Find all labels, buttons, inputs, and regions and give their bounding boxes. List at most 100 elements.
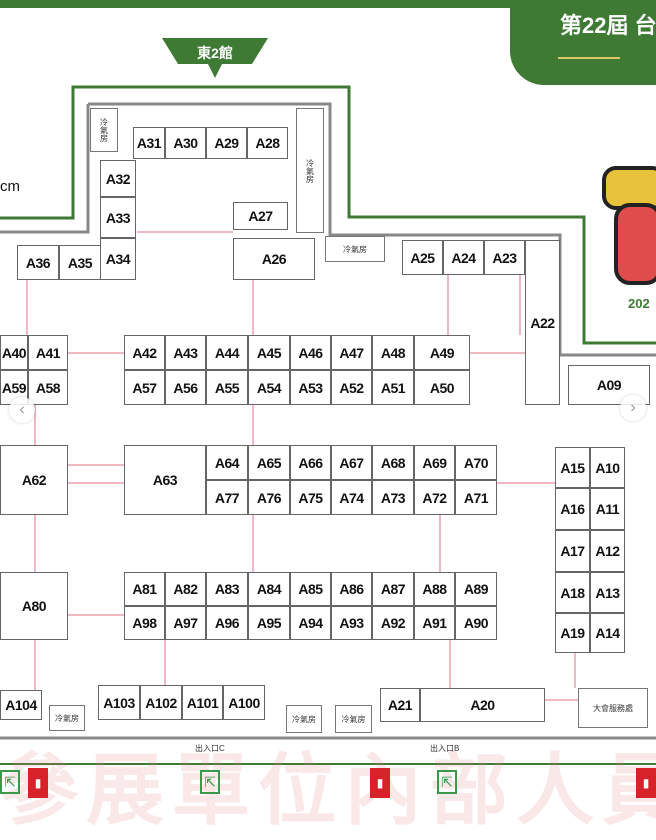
hall-banner: 東2館: [162, 38, 268, 78]
booth-a85: A85: [290, 572, 331, 606]
booth-a24: A24: [443, 240, 484, 275]
top-bar: [0, 0, 656, 8]
event-title: 第22屆 台: [560, 13, 656, 38]
booth-a90: A90: [455, 606, 497, 640]
booth-a86: A86: [331, 572, 372, 606]
cold-room: 冷氣房: [90, 108, 118, 152]
cold-room: 冷氣房: [325, 236, 385, 262]
booth-a72: A72: [414, 480, 455, 515]
booth-a51: A51: [372, 370, 414, 405]
booth-a13: A13: [590, 572, 625, 613]
booth-a98: A98: [124, 606, 165, 640]
fire-extinguisher-icon: ▮: [370, 768, 390, 798]
booth-a53: A53: [290, 370, 331, 405]
booth-a62: A62: [0, 445, 68, 515]
booth-a75: A75: [290, 480, 331, 515]
booth-a67: A67: [331, 445, 372, 480]
booth-a10: A10: [590, 447, 625, 488]
cold-room: 冷氣房: [335, 705, 372, 733]
booth-a100: A100: [223, 685, 265, 720]
booth-a42: A42: [124, 335, 165, 370]
booth-a33: A33: [100, 197, 136, 238]
booth-a32: A32: [100, 160, 136, 197]
booth-a47: A47: [331, 335, 372, 370]
booth-a92: A92: [372, 606, 414, 640]
carousel-prev-button[interactable]: ‹: [9, 397, 35, 423]
booth-a91: A91: [414, 606, 455, 640]
booth-a29: A29: [206, 127, 247, 159]
exit-sign-icon: ⇱: [0, 770, 20, 794]
booth-a97: A97: [165, 606, 206, 640]
event-logo: [598, 160, 656, 290]
booth-a55: A55: [206, 370, 248, 405]
booth-a26: A26: [233, 238, 315, 280]
booth-a87: A87: [372, 572, 414, 606]
fire-extinguisher-icon: ▮: [636, 768, 656, 798]
booth-a58: A58: [28, 370, 68, 405]
booth-a88: A88: [414, 572, 455, 606]
booth-a70: A70: [455, 445, 497, 480]
booth-a80: A80: [0, 572, 68, 640]
booth-a66: A66: [290, 445, 331, 480]
booth-a16: A16: [555, 488, 590, 530]
title-divider: [558, 57, 620, 59]
booth-a63: A63: [124, 445, 206, 515]
booth-a50: A50: [414, 370, 470, 405]
booth-a31: A31: [133, 127, 165, 159]
booth-a25: A25: [402, 240, 443, 275]
booth-a56: A56: [165, 370, 206, 405]
booth-a74: A74: [331, 480, 372, 515]
booth-a14: A14: [590, 613, 625, 653]
booth-a84: A84: [248, 572, 290, 606]
booth-a71: A71: [455, 480, 497, 515]
booth-a76: A76: [248, 480, 290, 515]
title-panel: 第22屆 台: [510, 0, 656, 85]
booth-a104: A104: [0, 690, 42, 720]
carousel-next-button[interactable]: ›: [620, 395, 646, 421]
booth-a94: A94: [290, 606, 331, 640]
fire-extinguisher-icon: ▮: [28, 768, 48, 798]
booth-a41: A41: [28, 335, 68, 370]
booth-a36: A36: [17, 245, 59, 280]
booth-a69: A69: [414, 445, 455, 480]
cold-room: 冷氣房: [296, 108, 324, 233]
booth-a27: A27: [233, 202, 288, 230]
booth-a64: A64: [206, 445, 248, 480]
booth-a103: A103: [98, 685, 140, 720]
booth-a93: A93: [331, 606, 372, 640]
exit-sign-icon: ⇱: [200, 770, 220, 794]
booth-a21: A21: [380, 688, 420, 722]
entrance-b: 出入口B: [430, 744, 460, 753]
booth-a68: A68: [372, 445, 414, 480]
booth-a48: A48: [372, 335, 414, 370]
cold-room: 冷氣房: [49, 705, 85, 731]
booth-a15: A15: [555, 447, 590, 488]
booth-a95: A95: [248, 606, 290, 640]
booth-a28: A28: [247, 127, 288, 159]
booth-a65: A65: [248, 445, 290, 480]
booth-a19: A19: [555, 613, 590, 653]
booth-a81: A81: [124, 572, 165, 606]
booth-a44: A44: [206, 335, 248, 370]
booth-a40: A40: [0, 335, 28, 370]
booth-a17: A17: [555, 530, 590, 572]
booth-a45: A45: [248, 335, 290, 370]
booth-a20: A20: [420, 688, 545, 722]
booth-a23: A23: [484, 240, 525, 275]
exit-sign-icon: ⇱: [437, 770, 457, 794]
booth-a89: A89: [455, 572, 497, 606]
booth-a12: A12: [590, 530, 625, 572]
hall-label: 東2館: [197, 45, 233, 61]
booth-a46: A46: [290, 335, 331, 370]
booth-a18: A18: [555, 572, 590, 613]
booth-a83: A83: [206, 572, 248, 606]
booth-a34: A34: [100, 238, 136, 280]
cold-room: 冷氣房: [286, 705, 322, 733]
booth-a35: A35: [59, 245, 101, 280]
booth-a77: A77: [206, 480, 248, 515]
booth-a96: A96: [206, 606, 248, 640]
booth-a54: A54: [248, 370, 290, 405]
booth-a11: A11: [590, 488, 625, 530]
logo-year: 202: [628, 296, 650, 311]
booth-a43: A43: [165, 335, 206, 370]
